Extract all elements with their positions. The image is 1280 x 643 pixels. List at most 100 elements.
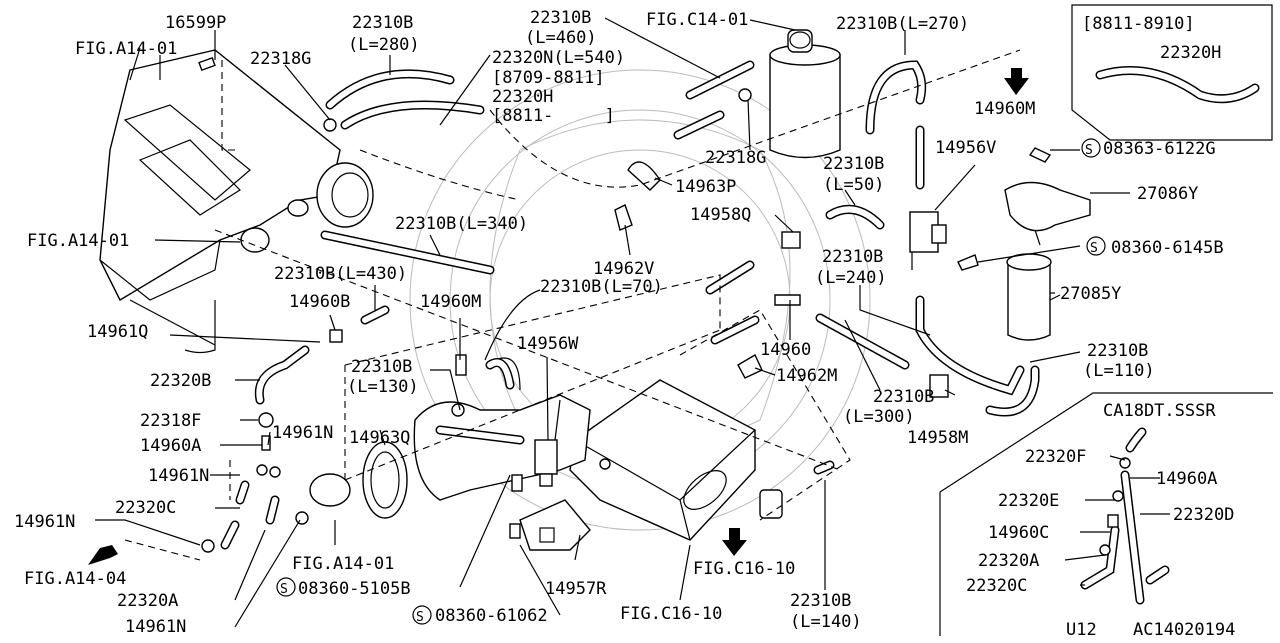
label-22320h: 22320H (492, 87, 553, 107)
label-22310b-110: 22310B (1087, 341, 1148, 361)
label-figa1401-top: FIG.A14-01 (75, 39, 177, 59)
label-27086y: 27086Y (1137, 184, 1198, 204)
label-figc1610-arrow: FIG.C16-10 (693, 559, 795, 579)
label-14962v: 14962V (593, 259, 654, 279)
arrow-down-14960m (1004, 68, 1029, 95)
label-range-8709-8811: [8709-8811] (492, 68, 605, 88)
label-22320b: 22320B (150, 371, 211, 391)
part-labels: 16599P FIG.A14-01 22318G 22310B (L=280) … (14, 8, 1235, 640)
label-14957r: 14957R (545, 579, 607, 599)
vsv-valve-14956v (909, 211, 947, 270)
label-figa1401-bottom: FIG.A14-01 (292, 554, 394, 574)
label-22310b-140: 22310B (790, 591, 851, 611)
clamps-and-fittings (198, 56, 1131, 556)
label-14958m: 14958M (907, 428, 968, 448)
label-22310b-70: 22310B(L=70) (540, 277, 663, 297)
check-valve-lower (759, 489, 783, 519)
vacuum-tank (569, 379, 756, 541)
label-08360-5105b: 08360-5105B (298, 579, 411, 599)
label-22320e: 22320E (998, 491, 1059, 511)
screw-symbol-08360-5105b: S (276, 577, 296, 597)
dashed-guides (124, 49, 1021, 561)
canister-top (769, 29, 841, 159)
label-22318g-top: 22318G (250, 49, 311, 69)
label-figc1401: FIG.C14-01 (646, 10, 748, 30)
label-22320a-inset: 22320A (978, 551, 1039, 571)
label-14961q: 14961Q (87, 322, 148, 342)
hoses (220, 60, 1260, 605)
label-22320c-inset: 22320C (966, 576, 1027, 596)
bracket-14957r (519, 499, 591, 551)
label-22318g-mid: 22318G (705, 148, 766, 168)
label-27085y: 27085Y (1060, 284, 1121, 304)
label-22310b-240: 22310B (822, 247, 883, 267)
label-ca18dt-sssr: CA18DT.SSSR (1103, 401, 1216, 421)
label-22320n: 22320N(L=540) (492, 48, 625, 68)
label-08363-6122g: 08363-6122G (1103, 139, 1216, 159)
label-22310b-280-length: (L=280) (348, 35, 420, 55)
label-14960c: 14960C (988, 523, 1049, 543)
label-22310b-300: 22310B (873, 387, 934, 407)
svg-text:S: S (280, 582, 288, 597)
label-22310b-460: 22310B (530, 8, 591, 28)
label-range-8811-8910: [8811-8910] (1082, 14, 1195, 34)
label-14960m-mid: 14960M (420, 292, 481, 312)
label-16599p: 16599P (165, 13, 226, 33)
label-22320f: 22320F (1025, 447, 1086, 467)
label-14961n-b: 14961N (148, 466, 209, 486)
label-14960b: 14960B (289, 292, 350, 312)
label-22320d: 22320D (1173, 505, 1234, 525)
label-22320h-inset: 22320H (1160, 43, 1221, 63)
label-figa1404: FIG.A14-04 (24, 569, 126, 589)
label-22310b-300-length: (L=300) (843, 407, 915, 427)
label-14960: 14960 (760, 340, 811, 360)
label-14956w: 14956W (517, 334, 579, 354)
vsv-valve-14956w (534, 439, 558, 487)
label-22310b-140-length: (L=140) (790, 612, 862, 632)
label-u12: U12 (1066, 620, 1097, 638)
label-14962m: 14962M (776, 366, 837, 386)
label-08360-6145b: 08360-6145B (1111, 238, 1224, 258)
label-22310b-340: 22310B(L=340) (395, 214, 528, 234)
label-22320a: 22320A (117, 591, 178, 611)
check-valve-14958q (781, 231, 801, 249)
actuator-lower-left (309, 473, 351, 507)
lower-manifold (362, 357, 591, 519)
label-14963p: 14963P (675, 177, 736, 197)
screw-symbol-08360-61062: S (412, 605, 432, 625)
screw-symbol-08360-6145b: S (1086, 236, 1106, 256)
label-14961n-d: 14961N (125, 617, 186, 637)
label-14961n-a: 14961N (272, 423, 333, 443)
leader-lines (95, 17, 1170, 628)
label-22310b-110-length: (L=110) (1083, 361, 1155, 381)
svg-text:S: S (416, 610, 424, 625)
label-08360-61062: 08360-61062 (435, 606, 548, 626)
label-22318f: 22318F (140, 411, 201, 431)
label-22310b-240-length: (L=240) (815, 268, 887, 288)
check-valve-14958m (929, 374, 949, 398)
screw-symbol-08363-6122g: S (1081, 138, 1101, 158)
label-14961n-c: 14961N (14, 512, 75, 532)
label-14960a: 14960A (140, 436, 201, 456)
label-22310b-280: 22310B (352, 13, 413, 33)
label-22310b-130-length: (L=130) (347, 377, 419, 397)
inset-frame-ca18dt (939, 392, 1273, 636)
arrow-down-figc1610 (722, 528, 747, 556)
label-14958q: 14958Q (690, 205, 751, 225)
label-22310b-460-length: (L=460) (525, 28, 597, 48)
canister-bracket (1004, 181, 1091, 246)
label-14960m-top: 14960M (974, 99, 1035, 119)
label-22310b-50-length: (L=50) (823, 175, 884, 195)
svg-text:S: S (1085, 143, 1093, 158)
svg-text:S: S (1090, 241, 1098, 256)
engine-intake-manifold (99, 49, 374, 354)
label-14960a-inset: 14960A (1156, 469, 1217, 489)
label-figc1610-bottom: FIG.C16-10 (620, 604, 722, 624)
label-22320c: 22320C (115, 498, 176, 518)
label-14963q: 14963Q (349, 428, 410, 448)
label-ac14020194: AC14020194 (1133, 620, 1235, 638)
label-14956v: 14956V (935, 138, 996, 158)
label-range-8811: [8811- ] (492, 106, 615, 126)
